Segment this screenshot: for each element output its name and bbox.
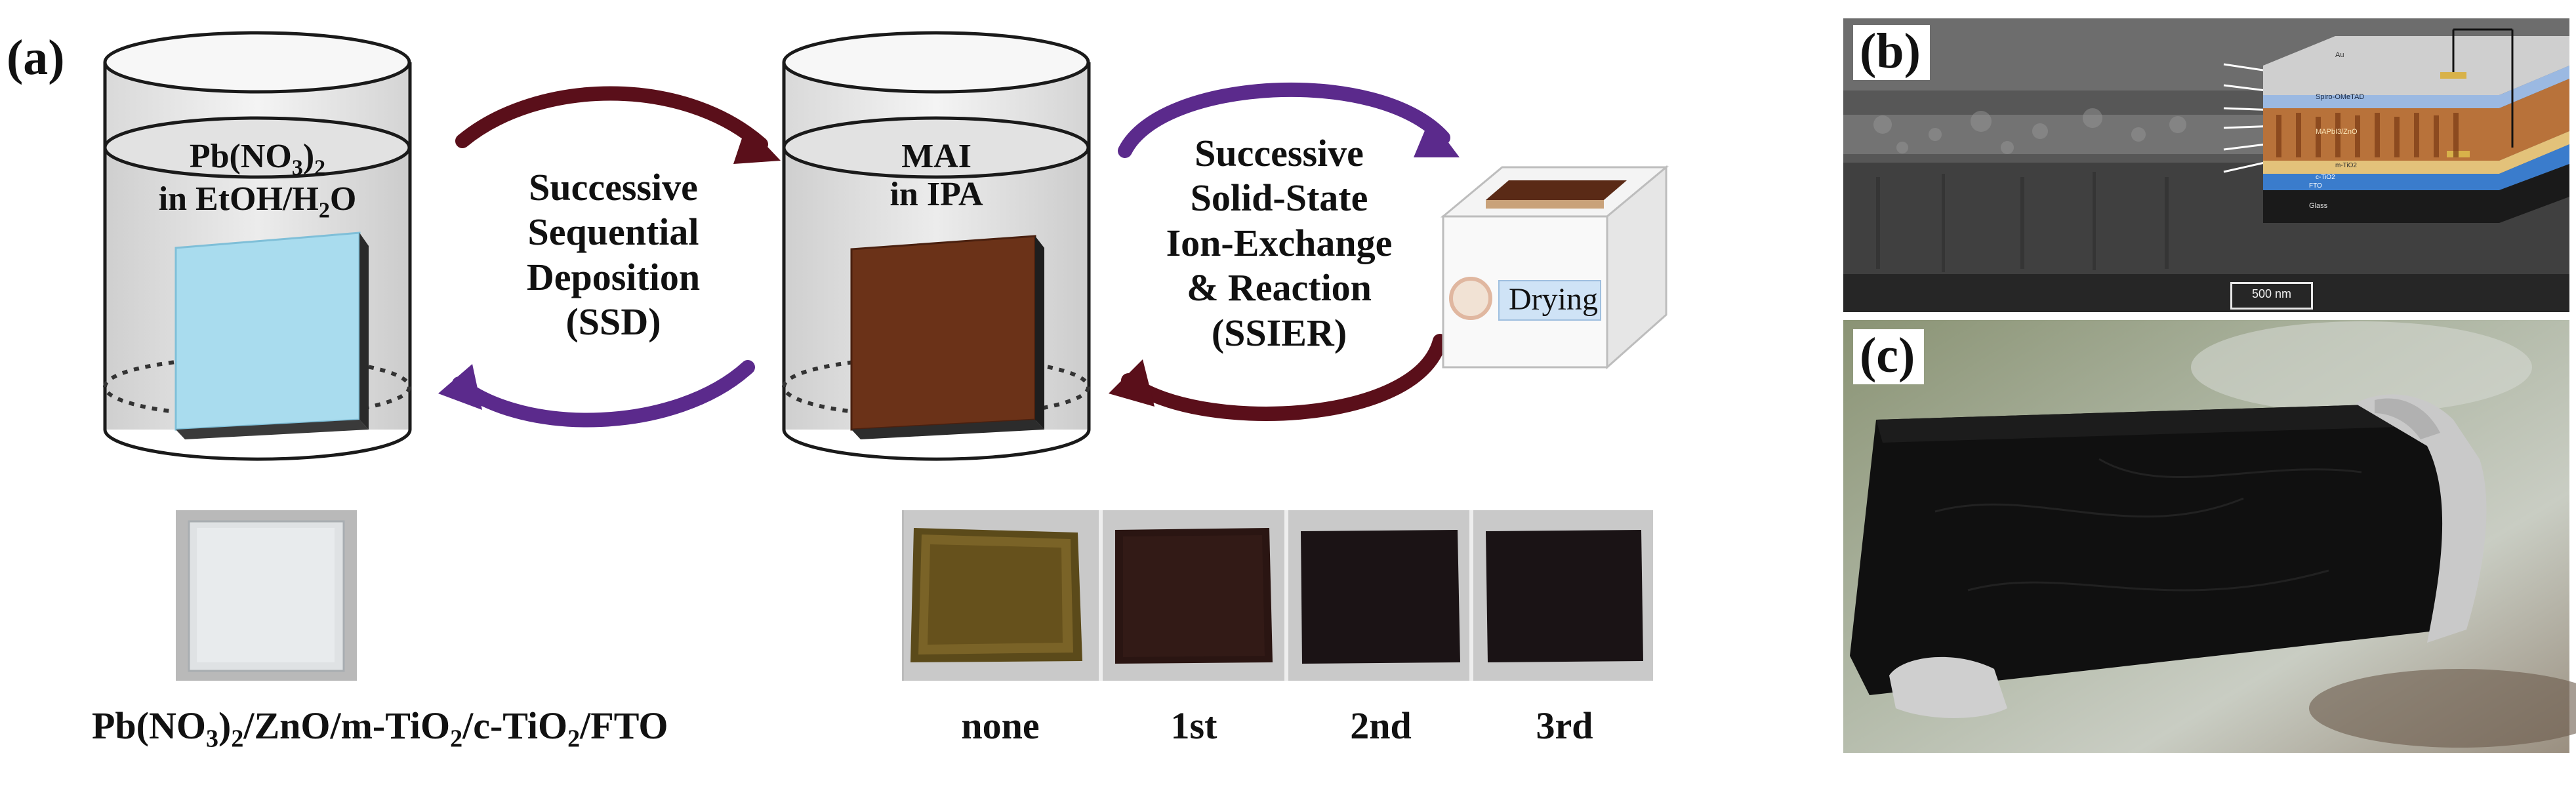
beaker-1-label: Pb(NO3)2 in EtOH/H2O: [134, 138, 380, 224]
ssier-line-4: & Reaction: [1187, 266, 1372, 310]
beaker-2-line-1: MAI: [901, 138, 971, 175]
stack-label-glass: Glass: [2309, 202, 2328, 210]
beaker-1-line-2: in EtOH/H2O: [158, 180, 357, 223]
sample-label-2nd: 2nd: [1350, 704, 1412, 747]
panel-label-c: (c): [1853, 329, 1925, 384]
substrate-photo: [176, 510, 357, 681]
ssd-line-3: Deposition: [526, 255, 701, 298]
beaker-2: [782, 31, 1091, 461]
ssier-line-2: Solid-State: [1190, 176, 1368, 220]
stack-label-spiro: Spiro-OMeTAD: [2316, 93, 2365, 101]
stack-label-mtio2: m-TiO2: [2335, 162, 2357, 169]
sample-label-none: none: [961, 704, 1040, 747]
flexible-film-photo: [1843, 320, 2576, 753]
ssier-line-5: (SSIER): [1211, 311, 1347, 354]
drying-label: Drying: [1509, 282, 1598, 317]
substrate-caption: Pb(NO3)2/ZnO/m-TiO2/c-TiO2/FTO: [92, 704, 668, 753]
device-stack-schematic: [2263, 28, 2569, 223]
beaker-2-line-2: in IPA: [889, 176, 983, 214]
ssier-line-3: Ion-Exchange: [1166, 221, 1393, 264]
drying-oven: [1440, 165, 1669, 370]
beaker-1: [103, 31, 412, 461]
stack-label-ctio2: c-TiO2: [2316, 174, 2335, 181]
ssier-cycle-arrows: [1109, 82, 1460, 421]
panel-label-b: (b): [1853, 25, 1930, 80]
ssd-line-1: Successive: [529, 166, 698, 209]
ssd-line-4: (SSD): [565, 300, 661, 344]
beaker-1-line-1: Pb(NO3)2: [189, 138, 326, 180]
beaker-2-label: MAI in IPA: [813, 138, 1059, 214]
ssd-line-2: Sequential: [527, 211, 699, 254]
sem-scale-bar: 500 nm: [2230, 282, 2313, 310]
ssd-label: Successive Sequential Deposition (SSD): [459, 165, 767, 345]
stack-label-au: Au: [2335, 51, 2344, 59]
stack-label-mapbi: MAPbI3/ZnO: [2316, 128, 2358, 136]
sem-cross-section: [1843, 18, 2569, 312]
stack-label-fto: FTO: [2309, 182, 2322, 190]
ssier-label: Successive Solid-State Ion-Exchange & Re…: [1122, 131, 1437, 355]
ssier-line-1: Successive: [1195, 132, 1364, 174]
ssd-cycle-arrows: [438, 86, 781, 428]
sample-photos: [902, 510, 1653, 681]
panel-label-a: (a): [7, 30, 65, 85]
sample-label-3rd: 3rd: [1536, 704, 1593, 747]
sample-label-1st: 1st: [1170, 704, 1217, 747]
